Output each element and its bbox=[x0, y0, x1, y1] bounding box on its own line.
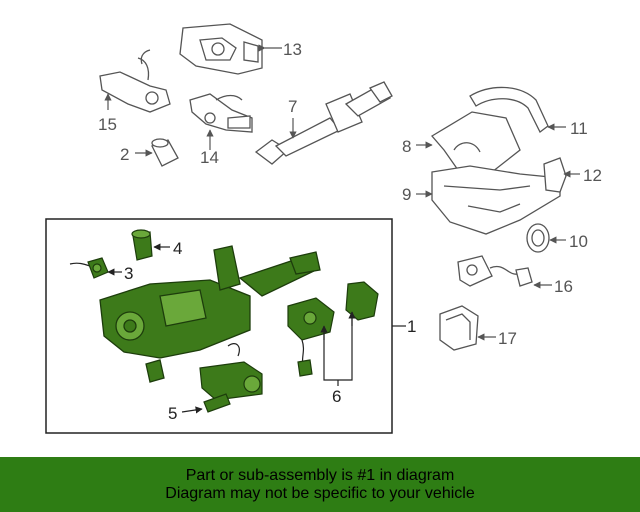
part-4-cap[interactable] bbox=[131, 229, 153, 261]
callout-7: 7 bbox=[288, 97, 297, 116]
callout-4: 4 bbox=[173, 239, 182, 258]
part-8-upper-cover bbox=[431, 111, 521, 173]
parts-diagram: 13 15 2 14 7 11 8 bbox=[45, 23, 602, 434]
part-16-sensor bbox=[457, 255, 533, 287]
part-17-module bbox=[439, 305, 479, 351]
part-10-ring bbox=[526, 223, 550, 253]
footer-line-2: Diagram may not be specific to your vehi… bbox=[165, 484, 475, 502]
part-2-cylinder bbox=[151, 138, 179, 167]
part-12-bracket bbox=[543, 157, 567, 193]
part-9-lower-cover bbox=[431, 165, 561, 235]
callout-3: 3 bbox=[124, 264, 133, 283]
callout-5: 5 bbox=[168, 404, 177, 423]
part-6-bracket[interactable] bbox=[345, 281, 379, 321]
part-3-switch[interactable] bbox=[69, 257, 109, 279]
part-14-wiper-switch bbox=[189, 93, 253, 133]
footer-banner: Part or sub-assembly is #1 in diagram Di… bbox=[0, 457, 640, 512]
callout-2: 2 bbox=[120, 145, 129, 164]
callout-17: 17 bbox=[498, 329, 517, 348]
part-13-switch-housing bbox=[179, 23, 263, 75]
part-5-lock-actuator[interactable] bbox=[199, 343, 263, 413]
callout-10: 10 bbox=[569, 232, 588, 251]
callout-13: 13 bbox=[283, 40, 302, 59]
footer-line-1: Part or sub-assembly is #1 in diagram bbox=[185, 466, 455, 484]
part-15-combination-switch bbox=[99, 49, 171, 113]
callout-1: 1 bbox=[407, 317, 416, 336]
callout-11: 11 bbox=[570, 119, 588, 138]
callout-9: 9 bbox=[402, 185, 411, 204]
callout-15: 15 bbox=[98, 115, 117, 134]
callout-12: 12 bbox=[583, 166, 602, 185]
callout-8: 8 bbox=[402, 137, 411, 156]
part-11-cover-strip bbox=[469, 86, 549, 133]
part-7-intermediate-shaft bbox=[254, 81, 393, 165]
callout-6: 6 bbox=[332, 387, 341, 406]
steering-column-assembly[interactable] bbox=[99, 245, 321, 383]
callout-14: 14 bbox=[200, 148, 219, 167]
callout-16: 16 bbox=[554, 277, 573, 296]
